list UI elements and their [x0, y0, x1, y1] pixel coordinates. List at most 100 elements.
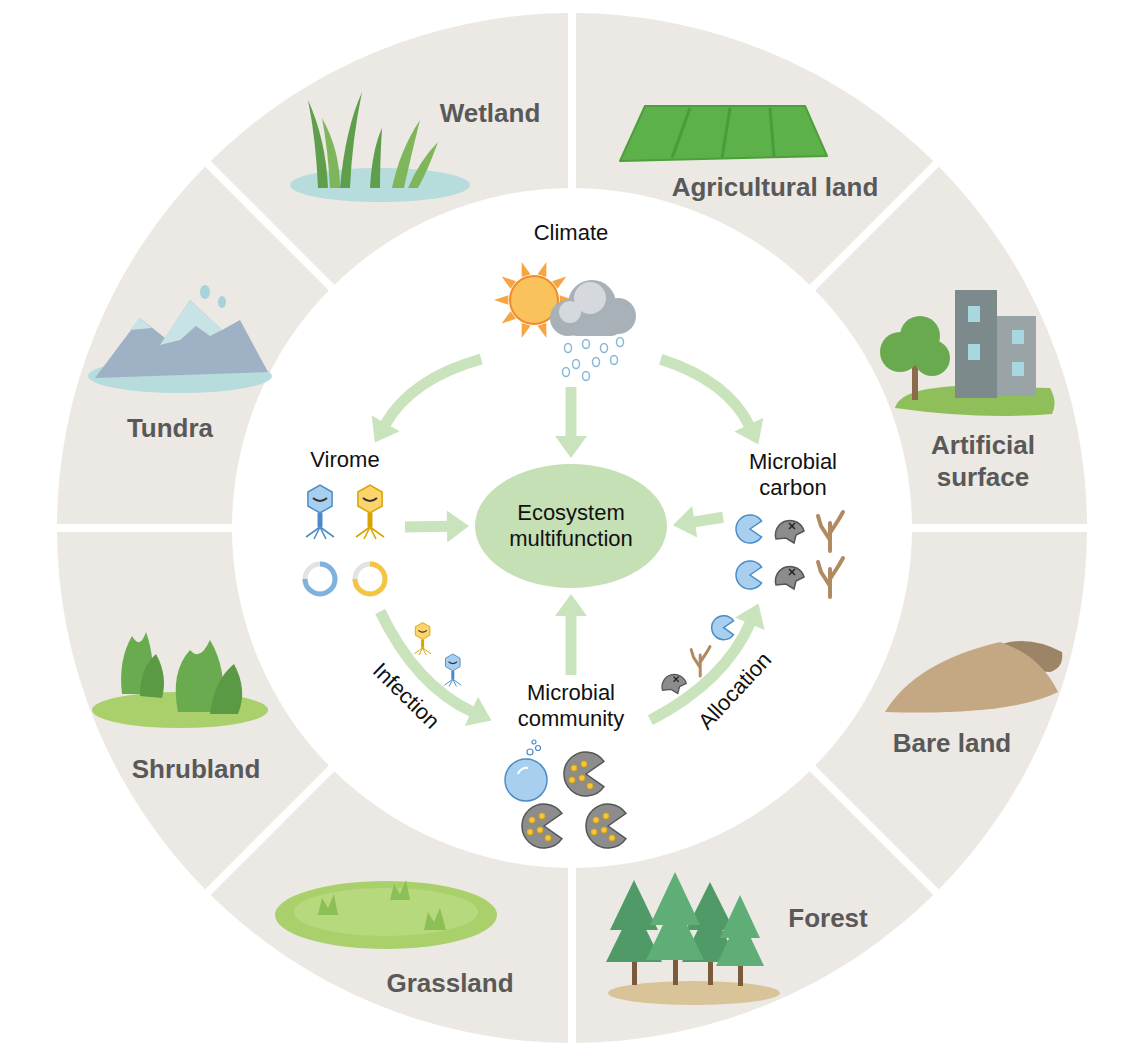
drawn-shape [789, 569, 795, 575]
drawn-shape [789, 523, 795, 529]
drawn-shape [818, 512, 843, 551]
node-label: Climate [486, 220, 656, 246]
drawn-shape [318, 880, 446, 930]
drawn-shape [522, 323, 531, 338]
drawn-shape [424, 908, 446, 930]
drawn-shape [390, 880, 410, 900]
drawn-shape [453, 679, 461, 685]
drawn-shape [522, 804, 562, 848]
drawn-shape [583, 372, 590, 381]
land-cover-label: Agricultural land [672, 171, 879, 203]
flow-arrow [405, 510, 469, 542]
drawn-shape [603, 813, 609, 819]
drawn-shape [322, 118, 438, 188]
drawn-shape [418, 630, 426, 632]
drawn-shape [955, 290, 997, 398]
drawn-shape [617, 338, 624, 347]
drawn-shape [968, 306, 1024, 376]
text-holder: Climate [486, 220, 656, 246]
drawn-shape [446, 654, 461, 671]
land-cover-label: Artificial surface [908, 429, 1058, 493]
drawn-shape [968, 344, 980, 360]
arrow-shaft [693, 517, 723, 522]
drawn-shape [449, 662, 457, 664]
drawn-shape [414, 648, 431, 655]
drawn-shape [646, 900, 704, 960]
drawn-shape [736, 515, 761, 543]
drawn-shape [789, 569, 795, 575]
drawn-shape [712, 616, 734, 640]
drawn-shape [423, 648, 431, 654]
node-icon [290, 479, 400, 607]
ellipse-node: Ecosystem multifunction [474, 463, 668, 589]
drawn-shape [494, 295, 508, 304]
edge-icon [712, 616, 734, 640]
drawn-shape [356, 527, 384, 539]
drawn-shape [518, 768, 528, 774]
drawn-shape [449, 679, 453, 686]
drawn-shape [532, 740, 536, 744]
drawn-shape [475, 464, 667, 588]
drawn-shape [789, 523, 795, 529]
drawn-shape [527, 740, 541, 755]
drawn-shape [318, 513, 323, 527]
text-holder: Virome [290, 447, 400, 473]
drawn-shape [538, 323, 547, 338]
icon-node: Microbial carbon [728, 449, 858, 599]
drawn-shape [358, 485, 382, 513]
drawn-shape [522, 262, 531, 277]
arrow-head [372, 416, 400, 443]
drawn-shape [559, 282, 606, 323]
drawn-shape [691, 647, 710, 676]
drawn-shape [160, 300, 222, 345]
land-cover-label: Forest [788, 902, 867, 934]
drawn-shape [370, 527, 384, 537]
drawn-shape [95, 300, 268, 378]
drawn-shape [646, 872, 764, 966]
arrow-head [673, 506, 697, 538]
drawn-shape [996, 316, 1036, 396]
flow-arrow [555, 387, 587, 458]
drawn-shape [140, 654, 164, 698]
drawn-shape [232, 188, 912, 868]
drawn-shape [275, 881, 497, 949]
drawn-shape [672, 108, 774, 158]
drawn-shape [1012, 362, 1024, 376]
drawn-shape [308, 485, 332, 513]
drawn-shape [672, 108, 690, 158]
text-holder: Ecosystem multifunction [496, 500, 646, 552]
drawn-shape [674, 677, 679, 682]
drawn-shape [419, 648, 423, 655]
drawn-shape [563, 368, 570, 377]
drawn-shape [306, 527, 334, 539]
drawn-shape [529, 817, 535, 823]
drawn-shape [722, 108, 730, 158]
drawn-shape [308, 100, 328, 188]
drawn-shape [527, 829, 533, 835]
drawn-shape [569, 777, 575, 783]
drawn-shape [818, 558, 843, 597]
arrow-head [447, 510, 469, 542]
node-label: Ecosystem multifunction [496, 500, 646, 552]
drawn-shape [662, 674, 686, 693]
flow-arrow [673, 506, 723, 538]
icon-node: Microbial community [496, 680, 646, 850]
drawn-shape [1012, 330, 1024, 344]
arrow-shaft [661, 359, 750, 426]
drawn-shape [586, 804, 626, 848]
drawn-shape [775, 520, 804, 543]
drawn-shape [579, 775, 585, 781]
drawn-shape [583, 340, 590, 349]
arrow-head [734, 418, 763, 445]
drawn-shape [370, 128, 382, 188]
drawn-shape [538, 262, 547, 277]
drawn-shape [587, 783, 593, 789]
drawn-shape [218, 296, 226, 308]
drawn-shape [581, 761, 587, 767]
drawn-shape [609, 835, 615, 841]
drawn-shape [313, 498, 327, 501]
drawn-shape [770, 108, 774, 157]
drawn-shape [318, 894, 338, 915]
drawn-shape [408, 142, 438, 188]
